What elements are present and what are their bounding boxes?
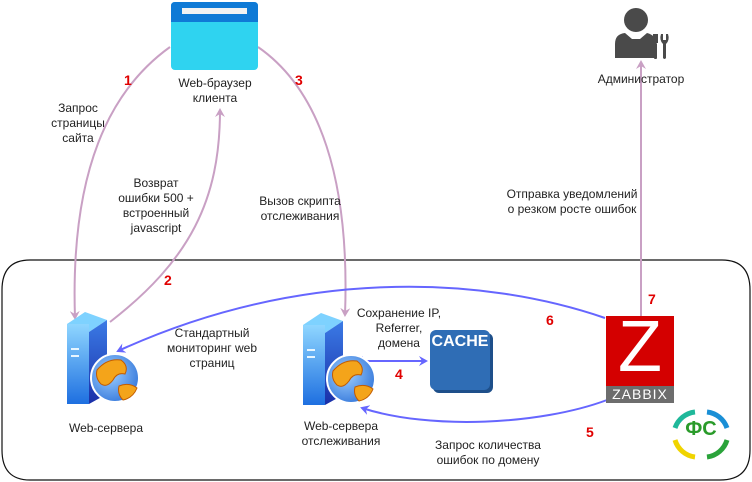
zabbix-letter: Z [618, 307, 662, 387]
web-servers-label: Web-сервера [68, 421, 144, 435]
edge-5-label: Запрос количества ошибок по домену [435, 438, 541, 467]
edge-1-label: Запрос страницы сайта [51, 101, 105, 145]
web-server-icon [67, 312, 140, 404]
admin-label: Администратор [597, 72, 685, 86]
edge-6-arrow [116, 285, 606, 353]
admin-icon [615, 8, 669, 59]
step-6-number: 6 [546, 312, 554, 328]
step-1-number: 1 [124, 72, 132, 88]
tracking-servers-label: Web-сервера отслеживания [301, 419, 381, 448]
edge-6-label: Стандартный мониторинг web страниц [166, 326, 258, 370]
edge-5-arrow [360, 399, 608, 423]
edge-7-label: Отправка уведомлений о резком росте ошиб… [506, 187, 638, 216]
step-7-number: 7 [648, 291, 656, 307]
fs-logo-icon [672, 409, 730, 460]
edge-3-label: Вызов скрипта отслеживания [259, 194, 341, 223]
tracking-server-icon [303, 313, 376, 405]
edge-2-arrow [109, 108, 225, 323]
cache-icon [430, 330, 493, 393]
fs-logo-label: ФС [685, 418, 717, 440]
edge-4-label: Сохранение IP, Referrer, домена [356, 306, 442, 350]
edge-2-label: Возврат ошибки 500 + встроенный javascri… [118, 176, 194, 235]
step-4-number: 4 [395, 366, 403, 382]
browser-label: Web-браузер клиента [178, 76, 252, 105]
network-boundary [1, 259, 751, 481]
zabbix-label: ZABBIX [612, 386, 668, 402]
step-2-number: 2 [164, 272, 172, 288]
step-3-number: 3 [295, 72, 303, 88]
step-5-number: 5 [586, 424, 594, 440]
cache-label: CACHE [431, 333, 489, 350]
browser-icon [171, 2, 258, 70]
edge-3-arrow [257, 46, 351, 317]
zabbix-icon [606, 316, 674, 403]
edge-1-arrow [69, 46, 171, 320]
